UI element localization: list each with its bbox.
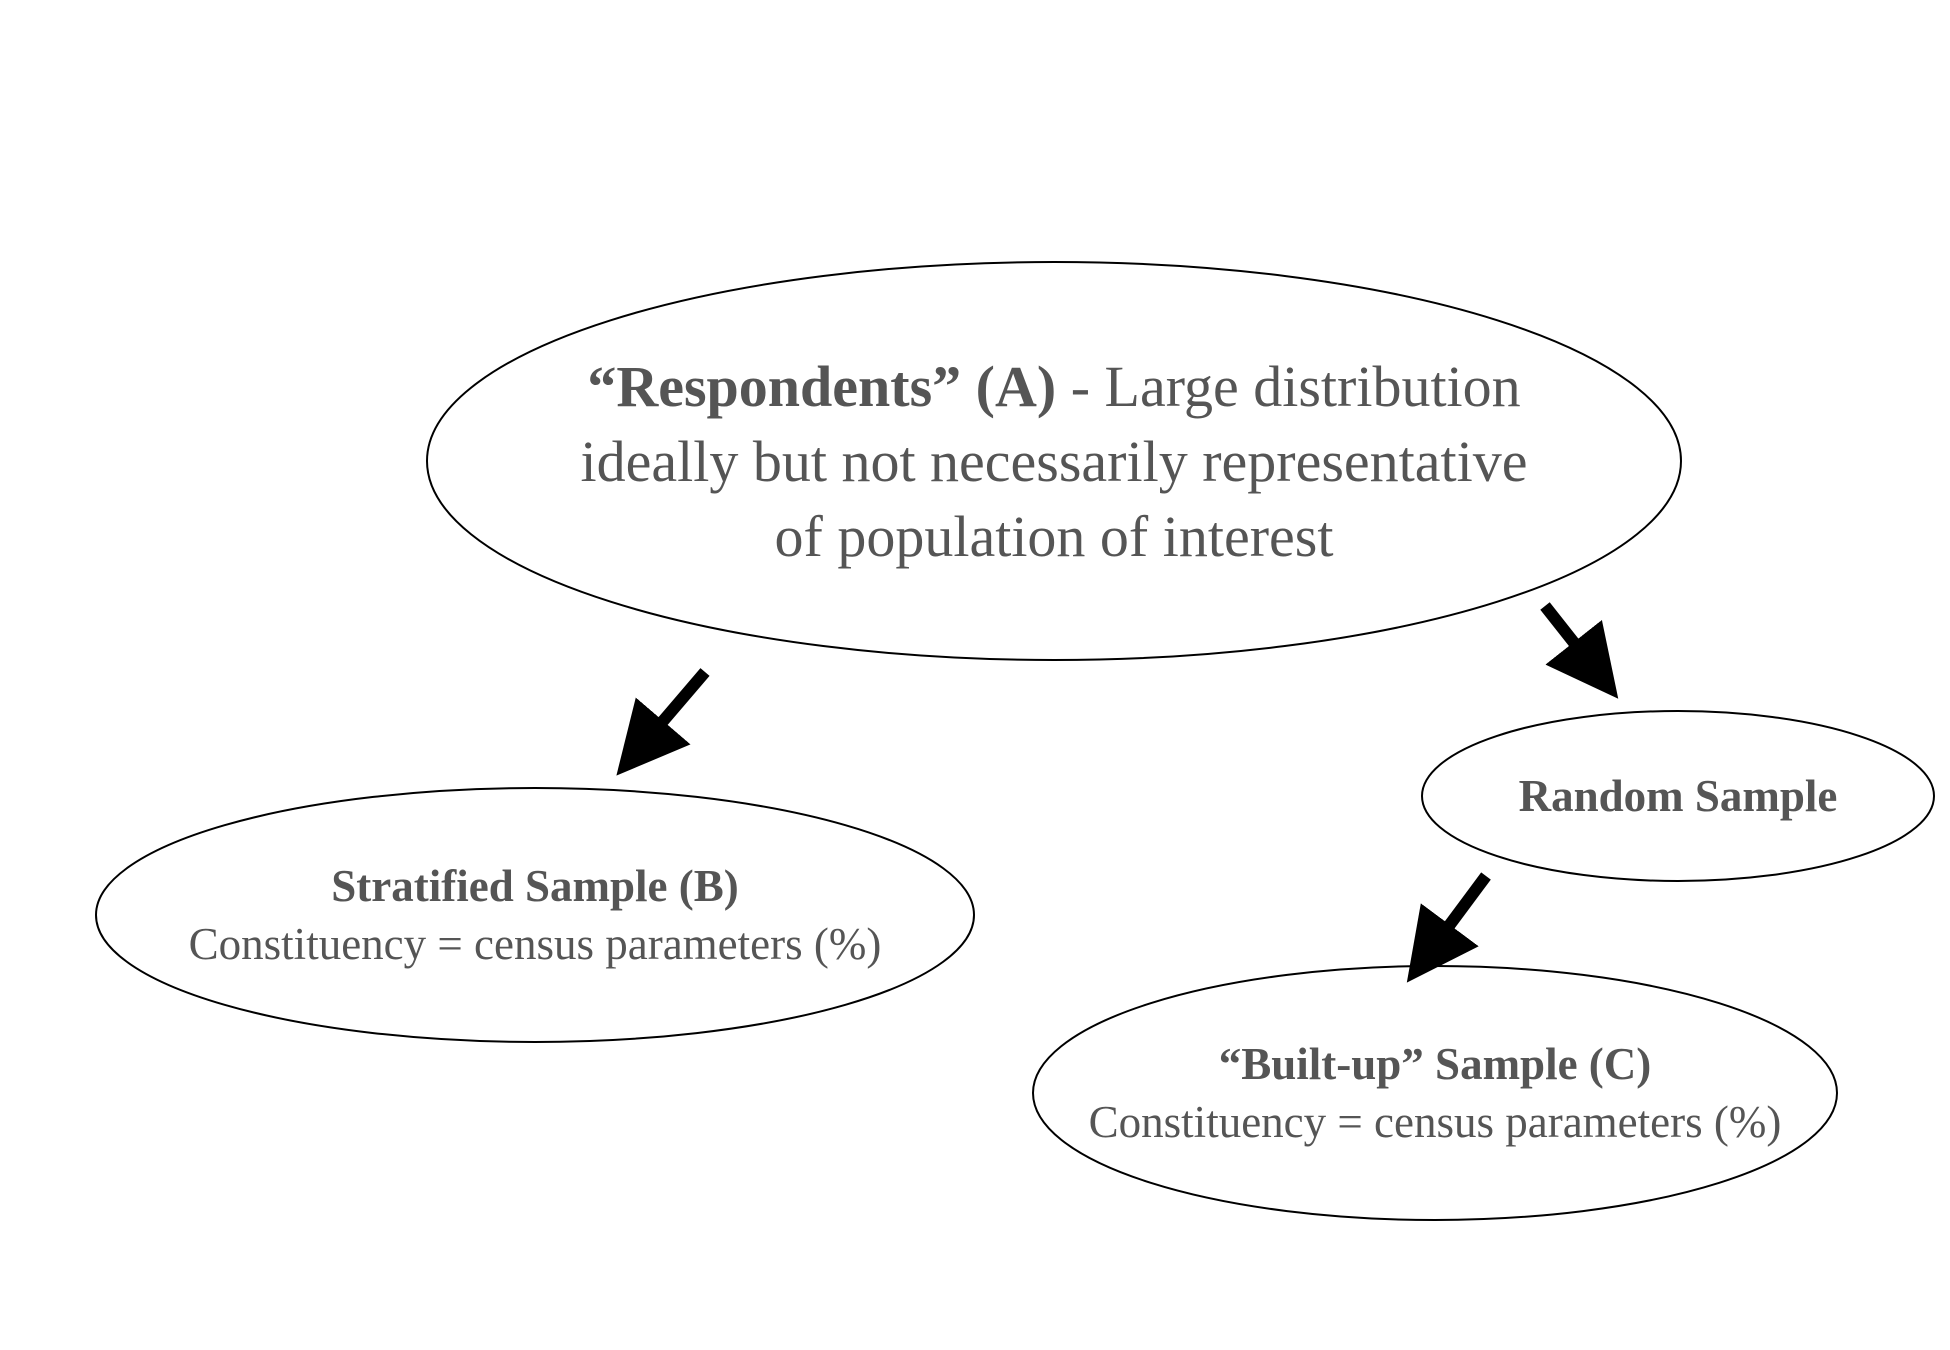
- node-a-line-3: of population of interest: [774, 503, 1334, 569]
- node-a-line-2: ideally but not necessarily representati…: [580, 428, 1528, 494]
- arrow-a-to-b: [616, 668, 710, 776]
- node-a-line-1-rest: Large distribution: [1104, 353, 1521, 419]
- node-a-line-1: “Respondents” (A) - Large distribution: [587, 349, 1520, 424]
- node-built-up-sample: “Built-up” Sample (C) Constituency = cen…: [1033, 966, 1837, 1220]
- node-c-title: “Built-up” Sample (C): [1218, 1039, 1652, 1089]
- node-random-sample: Random Sample: [1422, 710, 1934, 881]
- node-random-title: Random Sample: [1518, 770, 1838, 821]
- node-respondents: “Respondents” (A) - Large distribution i…: [430, 262, 1678, 660]
- node-a-ellipse: [426, 261, 1682, 661]
- node-a-separator: -: [1056, 353, 1105, 419]
- node-random-ellipse: [1421, 710, 1935, 882]
- node-b-subtitle: Constituency = census parameters (%): [188, 919, 882, 969]
- node-b-title: Stratified Sample (B): [331, 861, 739, 911]
- node-a-title: “Respondents” (A): [587, 353, 1057, 419]
- arrow-a-to-random: [1540, 602, 1619, 699]
- node-stratified-sample: Stratified Sample (B) Constituency = cen…: [96, 788, 974, 1042]
- node-b-ellipse: [95, 787, 975, 1043]
- node-c-subtitle: Constituency = census parameters (%): [1088, 1097, 1782, 1147]
- arrow-random-to-c: [1406, 872, 1491, 983]
